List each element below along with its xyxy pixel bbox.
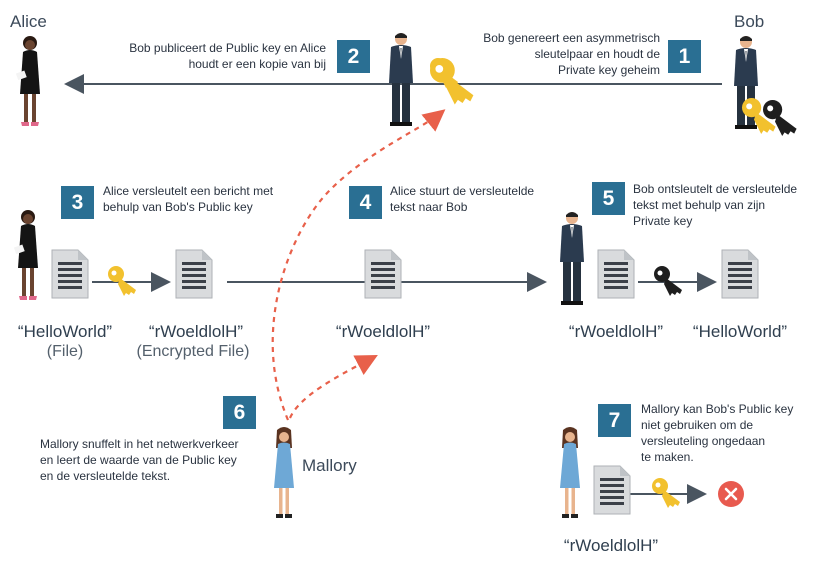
step-3-number: 3 <box>61 186 94 219</box>
bob-figure-middle <box>560 212 584 305</box>
label-mallory-doc: “rWoeldlolH” <box>563 536 659 555</box>
label-plain-file: “HelloWorld” <box>17 322 113 341</box>
label-bob-decrypted: “HelloWorld” <box>692 322 788 341</box>
label-plain-file-sub: (File) <box>46 343 84 360</box>
document-icon-bob-decrypted <box>721 249 759 299</box>
sniff-key-path <box>271 109 446 421</box>
step-7-number: 7 <box>598 404 631 437</box>
document-icon-mallory <box>593 465 631 515</box>
step-5-number: 5 <box>592 182 625 215</box>
mallory-name: Mallory <box>302 456 357 475</box>
step-1-number: 1 <box>668 40 701 73</box>
bob-figure-center <box>389 33 413 126</box>
label-transit: “rWoeldlolH” <box>335 322 431 341</box>
document-icon-plain <box>51 249 89 299</box>
document-icon-encrypted <box>175 249 213 299</box>
sniff-text-path <box>288 354 378 419</box>
bob-name: Bob <box>734 12 765 31</box>
label-bob-received: “rWoeldlolH” <box>568 322 664 341</box>
alice-figure-middle <box>13 210 38 300</box>
label-encrypted-file: “rWoeldlolH” <box>148 322 244 341</box>
step-4-number: 4 <box>349 186 382 219</box>
error-icon <box>718 481 744 507</box>
mallory-figure-right <box>560 427 580 518</box>
step-6-number: 6 <box>223 396 256 429</box>
document-icon-bob-received <box>597 249 635 299</box>
alice-name: Alice <box>10 12 47 31</box>
alice-figure-top <box>15 36 40 126</box>
step-2-number: 2 <box>337 40 370 73</box>
label-encrypted-file-sub: (Encrypted File) <box>136 343 250 360</box>
document-icon-transit <box>364 249 402 299</box>
mallory-figure <box>274 427 294 518</box>
